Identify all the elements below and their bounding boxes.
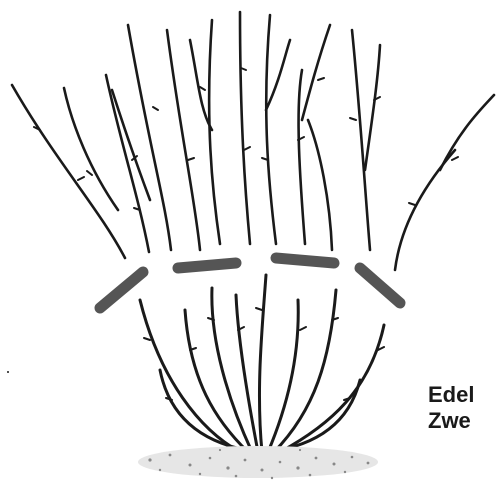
soil (138, 446, 378, 479)
caption-line-1: Edel (428, 382, 474, 408)
thorn (78, 177, 84, 180)
cut-mark (178, 263, 236, 268)
lower-cane (259, 275, 266, 452)
thorn (300, 327, 306, 330)
upper-cane (352, 30, 370, 250)
upper-cane (299, 70, 305, 244)
thorn (87, 171, 92, 175)
upper-cane (302, 25, 330, 120)
upper-cane (128, 25, 171, 250)
caption: Edel Zwe (428, 382, 474, 434)
thorn (409, 203, 415, 205)
cut-mark (276, 258, 334, 263)
upper-cane (240, 12, 250, 244)
upper-cane (64, 88, 118, 210)
upper-cane (395, 150, 455, 270)
stray-dot (7, 371, 9, 373)
upper-cane (365, 45, 380, 170)
thorn (318, 78, 324, 80)
lower-cane (212, 288, 252, 452)
upper-cane (266, 15, 276, 244)
thorn (244, 147, 250, 150)
thorn (256, 308, 262, 310)
lower-cane (274, 290, 336, 452)
thorn (144, 338, 150, 340)
thorn (153, 107, 158, 110)
removed-cane-tips (12, 12, 494, 270)
upper-cane (308, 120, 332, 250)
thorn (350, 118, 356, 120)
lower-cane (236, 295, 258, 452)
upper-cane (12, 85, 125, 258)
thorn (452, 157, 458, 160)
thorn (200, 87, 205, 90)
soil-mound (138, 446, 378, 478)
cut-mark (360, 268, 400, 303)
upper-cane (209, 20, 220, 244)
thorn (188, 158, 194, 160)
caption-line-2: Zwe (428, 408, 474, 434)
upper-cane (266, 40, 290, 110)
cut-line (100, 258, 400, 308)
lower-cane (160, 370, 258, 452)
cut-mark (100, 272, 143, 308)
remaining-canes (140, 275, 384, 452)
